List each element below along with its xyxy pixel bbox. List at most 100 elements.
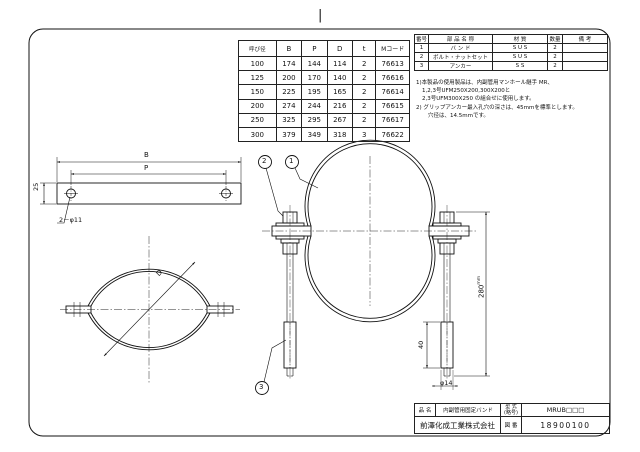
dim-label-14: φ14 xyxy=(440,379,453,387)
spec-col-p: P xyxy=(301,40,328,57)
dim-unit-280: mm xyxy=(477,275,482,285)
spec-cell: 250 xyxy=(238,112,277,128)
spec-cell: 2 xyxy=(351,84,377,100)
spec-cell: 165 xyxy=(326,84,353,100)
spec-col-mcode: Mコード xyxy=(375,40,410,57)
spec-cell: 100 xyxy=(238,55,277,72)
spec-col-t: t xyxy=(351,40,377,57)
dim-line-d xyxy=(103,261,196,357)
note-line-5: 穴径は、14.5mmです。 xyxy=(428,113,489,119)
spec-cell: 2 xyxy=(351,98,377,114)
spec-cell: 225 xyxy=(275,84,303,100)
spec-cell: 150 xyxy=(238,84,277,100)
spec-cell: 2 xyxy=(351,70,377,86)
parts-cell: 3 xyxy=(414,61,429,71)
title-drawing-no-label: 図 番 xyxy=(500,416,522,434)
spec-cell: 76615 xyxy=(375,98,410,114)
title-row-name: 品 名 内副管用固定バンド 型 式(略号) MRUB□□□ xyxy=(414,403,610,417)
spec-cell: 140 xyxy=(326,70,353,86)
spec-col-b: B xyxy=(275,40,303,57)
spec-cell: 267 xyxy=(326,112,353,128)
balloon-3-circle xyxy=(255,381,269,395)
band-elevation-view xyxy=(262,139,478,323)
plate-view xyxy=(56,182,242,205)
title-model-label-sub: (略号) xyxy=(504,410,518,416)
dim-label-25: 25 xyxy=(32,182,40,191)
drawing-frame xyxy=(28,28,611,437)
parts-col-material: 材 質 xyxy=(492,34,548,44)
spec-cell: 144 xyxy=(301,55,328,72)
parts-cell: 2 xyxy=(547,43,563,53)
spec-cell: 325 xyxy=(275,112,303,128)
title-name-value: 内副管用固定バンド xyxy=(435,403,501,417)
band-plan-view xyxy=(60,236,240,384)
parts-cell: S U S xyxy=(492,43,548,53)
spec-cell: 174 xyxy=(275,55,303,72)
note-line-2: 1,2,3号UFM250X200,300X200と xyxy=(422,88,511,94)
spec-col-d: D xyxy=(326,40,353,57)
title-model-label-main: 型 式 xyxy=(505,404,517,410)
parts-cell: 2 xyxy=(547,61,563,71)
spec-cell: 2 xyxy=(351,112,377,128)
title-model-value: MRUB□□□ xyxy=(521,403,610,417)
leader-holes xyxy=(57,196,71,224)
dim-value-280: 280 xyxy=(477,284,486,298)
balloon-1: 1 xyxy=(289,157,294,165)
top-center-mark: | xyxy=(318,8,323,23)
spec-cell: 170 xyxy=(301,70,328,86)
dim-label-b: B xyxy=(144,151,149,159)
parts-cell: アンカー xyxy=(428,61,493,71)
balloon-2: 2 xyxy=(262,157,267,165)
spec-cell: 200 xyxy=(238,98,277,114)
spec-cell: 76616 xyxy=(375,70,410,86)
left-bolt-assembly xyxy=(275,205,305,380)
parts-col-name: 部 品 名 称 xyxy=(428,34,493,44)
parts-cell: ボルト・ナットセット xyxy=(428,52,493,62)
dim-label-holes: 2－φ11 xyxy=(59,216,83,224)
spec-cell: 295 xyxy=(301,112,328,128)
title-name-label: 品 名 xyxy=(414,403,436,417)
spec-cell: 2 xyxy=(351,55,377,72)
title-drawing-no: 18900100 xyxy=(521,416,610,434)
title-company: 前澤化成工業株式会社 xyxy=(414,416,501,434)
spec-cell: 216 xyxy=(326,98,353,114)
spec-cell: 114 xyxy=(326,55,353,72)
spec-cell: 76613 xyxy=(375,55,410,72)
spec-cell: 125 xyxy=(238,70,277,86)
dim-label-p: P xyxy=(144,164,149,172)
parts-cell: バ ン ド xyxy=(428,43,493,53)
spec-cell: 349 xyxy=(301,126,328,143)
parts-cell: 2 xyxy=(414,52,429,62)
spec-cell: 3 xyxy=(351,126,377,143)
title-model-label: 型 式(略号) xyxy=(500,403,522,417)
title-row-company: 前澤化成工業株式会社 図 番 18900100 xyxy=(414,416,610,434)
spec-cell: 76614 xyxy=(375,84,410,100)
parts-cell: 2 xyxy=(547,52,563,62)
dim-label-280: 280mm xyxy=(477,275,486,298)
spec-cell: 76617 xyxy=(375,112,410,128)
spec-table-header: 呼び径 B P D t Mコード xyxy=(238,40,410,57)
parts-cell: 1 xyxy=(414,43,429,53)
parts-cell xyxy=(562,52,608,62)
spec-col-nominal: 呼び径 xyxy=(238,40,277,57)
note-line-1: 1)本製品の使用製品は、内副管用マンホール継手 MR、 xyxy=(416,80,553,86)
title-block: 品 名 内副管用固定バンド 型 式(略号) MRUB□□□ 前澤化成工業株式会社… xyxy=(414,403,610,434)
parts-table-header: 番号 部 品 名 称 材 質 数量 備 考 xyxy=(414,34,608,44)
spec-cell: 300 xyxy=(238,126,277,143)
parts-cell xyxy=(562,61,608,71)
parts-cell: S U S xyxy=(492,52,548,62)
parts-cell xyxy=(562,43,608,53)
spec-cell: 76622 xyxy=(375,126,410,143)
balloon-1-circle xyxy=(285,155,299,169)
